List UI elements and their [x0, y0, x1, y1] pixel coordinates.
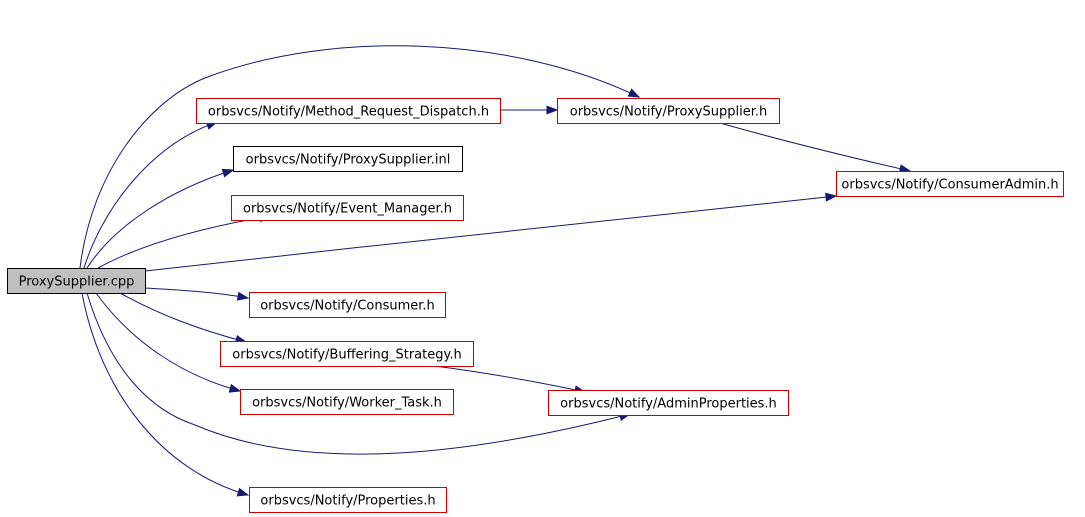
- edge-proxysupplier-cpp-to-consumer-h: [144, 287, 250, 301]
- node-worker-task-h-box: [240, 389, 454, 415]
- node-consumer-h-box: [249, 292, 446, 318]
- node-proxysupplier-h-label: orbsvcs/Notify/ProxySupplier.h: [570, 105, 767, 120]
- edge-proxysupplier-cpp-to-proxysupplier-inl-arrowhead: [221, 168, 235, 178]
- node-event-manager-h[interactable]: orbsvcs/Notify/Event_Manager.h: [231, 195, 464, 221]
- edge-proxysupplier-cpp-to-consumeradmin-h-arrowhead: [825, 192, 838, 202]
- edge-proxysupplier-cpp-to-adminproperties-h-line: [86, 292, 631, 455]
- node-worker-task-h-label: orbsvcs/Notify/Worker_Task.h: [252, 396, 442, 411]
- node-adminproperties-h[interactable]: orbsvcs/Notify/AdminProperties.h: [548, 390, 789, 416]
- node-event-manager-h-box: [231, 195, 464, 221]
- edge-proxysupplier-cpp-to-consumeradmin-h: [144, 192, 838, 272]
- edge-proxysupplier-cpp-to-proxysupplier-inl-line: [86, 169, 234, 269]
- nodes-layer: ProxySupplier.cpp orbsvcs/Notify/Method_R…: [7, 98, 1064, 513]
- edge-proxysupplier-cpp-to-buffering-strategy-h-line: [119, 292, 247, 343]
- node-method-request-dispatch[interactable]: orbsvcs/Notify/Method_Request_Dispatch.h: [196, 98, 501, 124]
- edge-proxysupplier-cpp-to-proxysupplier-h-line: [79, 45, 640, 269]
- node-proxysupplier-inl-label: orbsvcs/Notify/ProxySupplier.inl: [246, 153, 451, 168]
- node-properties-h-box: [249, 487, 447, 513]
- node-buffering-strategy-h[interactable]: orbsvcs/Notify/Buffering_Strategy.h: [220, 341, 474, 367]
- node-properties-h-label: orbsvcs/Notify/Properties.h: [260, 494, 435, 509]
- edge-proxysupplier-cpp-to-properties-h-line: [81, 292, 249, 496]
- edge-proxysupplier-cpp-to-worker-task-h: [95, 292, 242, 393]
- node-event-manager-h-label: orbsvcs/Notify/Event_Manager.h: [243, 202, 452, 217]
- node-properties-h[interactable]: orbsvcs/Notify/Properties.h: [249, 487, 447, 513]
- node-proxysupplier-inl-box: [233, 146, 463, 172]
- edge-method-request-dispatch-to-proxysupplier-h: [500, 105, 559, 115]
- node-consumeradmin-h-label: orbsvcs/Notify/ConsumerAdmin.h: [841, 178, 1058, 193]
- edge-proxysupplier-cpp-to-method-request-dispatch-line: [83, 121, 218, 269]
- edge-proxysupplier-cpp-to-properties-h: [81, 292, 250, 497]
- edge-proxysupplier-cpp-to-consumer-h-line: [144, 287, 249, 299]
- node-method-request-dispatch-label: orbsvcs/Notify/Method_Request_Dispatch.h: [208, 105, 489, 120]
- node-proxysupplier-cpp-box: [7, 268, 146, 294]
- node-consumer-h-label: orbsvcs/Notify/Consumer.h: [260, 299, 435, 314]
- node-adminproperties-h-box: [548, 390, 789, 416]
- edge-proxysupplier-h-to-consumeradmin-h: [719, 122, 912, 174]
- node-proxysupplier-inl[interactable]: orbsvcs/Notify/ProxySupplier.inl: [233, 146, 463, 172]
- edge-proxysupplier-cpp-to-proxysupplier-inl: [86, 168, 235, 269]
- edge-proxysupplier-cpp-to-worker-task-h-arrowhead: [228, 383, 242, 393]
- node-buffering-strategy-h-label: orbsvcs/Notify/Buffering_Strategy.h: [232, 348, 461, 363]
- node-method-request-dispatch-box: [196, 98, 501, 124]
- edge-proxysupplier-cpp-to-properties-h-arrowhead: [236, 487, 250, 497]
- edge-buffering-strategy-h-to-adminproperties-h-line: [434, 365, 586, 393]
- node-proxysupplier-cpp[interactable]: ProxySupplier.cpp: [7, 268, 146, 294]
- node-proxysupplier-h[interactable]: orbsvcs/Notify/ProxySupplier.h: [557, 98, 780, 124]
- node-adminproperties-h-label: orbsvcs/Notify/AdminProperties.h: [560, 397, 777, 412]
- node-consumer-h[interactable]: orbsvcs/Notify/Consumer.h: [249, 292, 446, 318]
- edge-proxysupplier-cpp-to-consumeradmin-h-line: [144, 195, 837, 272]
- edge-proxysupplier-h-to-consumeradmin-h-line: [719, 122, 911, 172]
- edge-buffering-strategy-h-to-adminproperties-h: [434, 365, 587, 395]
- node-consumeradmin-h-box: [836, 171, 1064, 197]
- node-consumeradmin-h[interactable]: orbsvcs/Notify/ConsumerAdmin.h: [836, 171, 1064, 197]
- node-buffering-strategy-h-box: [220, 341, 474, 367]
- node-worker-task-h[interactable]: orbsvcs/Notify/Worker_Task.h: [240, 389, 454, 415]
- node-proxysupplier-cpp-label: ProxySupplier.cpp: [19, 275, 135, 290]
- edge-proxysupplier-cpp-to-worker-task-h-line: [95, 292, 241, 392]
- node-proxysupplier-h-box: [557, 98, 780, 124]
- edge-method-request-dispatch-to-proxysupplier-h-arrowhead: [546, 105, 559, 115]
- edge-proxysupplier-cpp-to-consumer-h-arrowhead: [236, 291, 250, 301]
- edge-proxysupplier-cpp-to-proxysupplier-h-arrowhead: [627, 88, 641, 98]
- edge-proxysupplier-cpp-to-proxysupplier-h: [79, 45, 641, 269]
- edge-proxysupplier-cpp-to-buffering-strategy-h: [119, 292, 248, 344]
